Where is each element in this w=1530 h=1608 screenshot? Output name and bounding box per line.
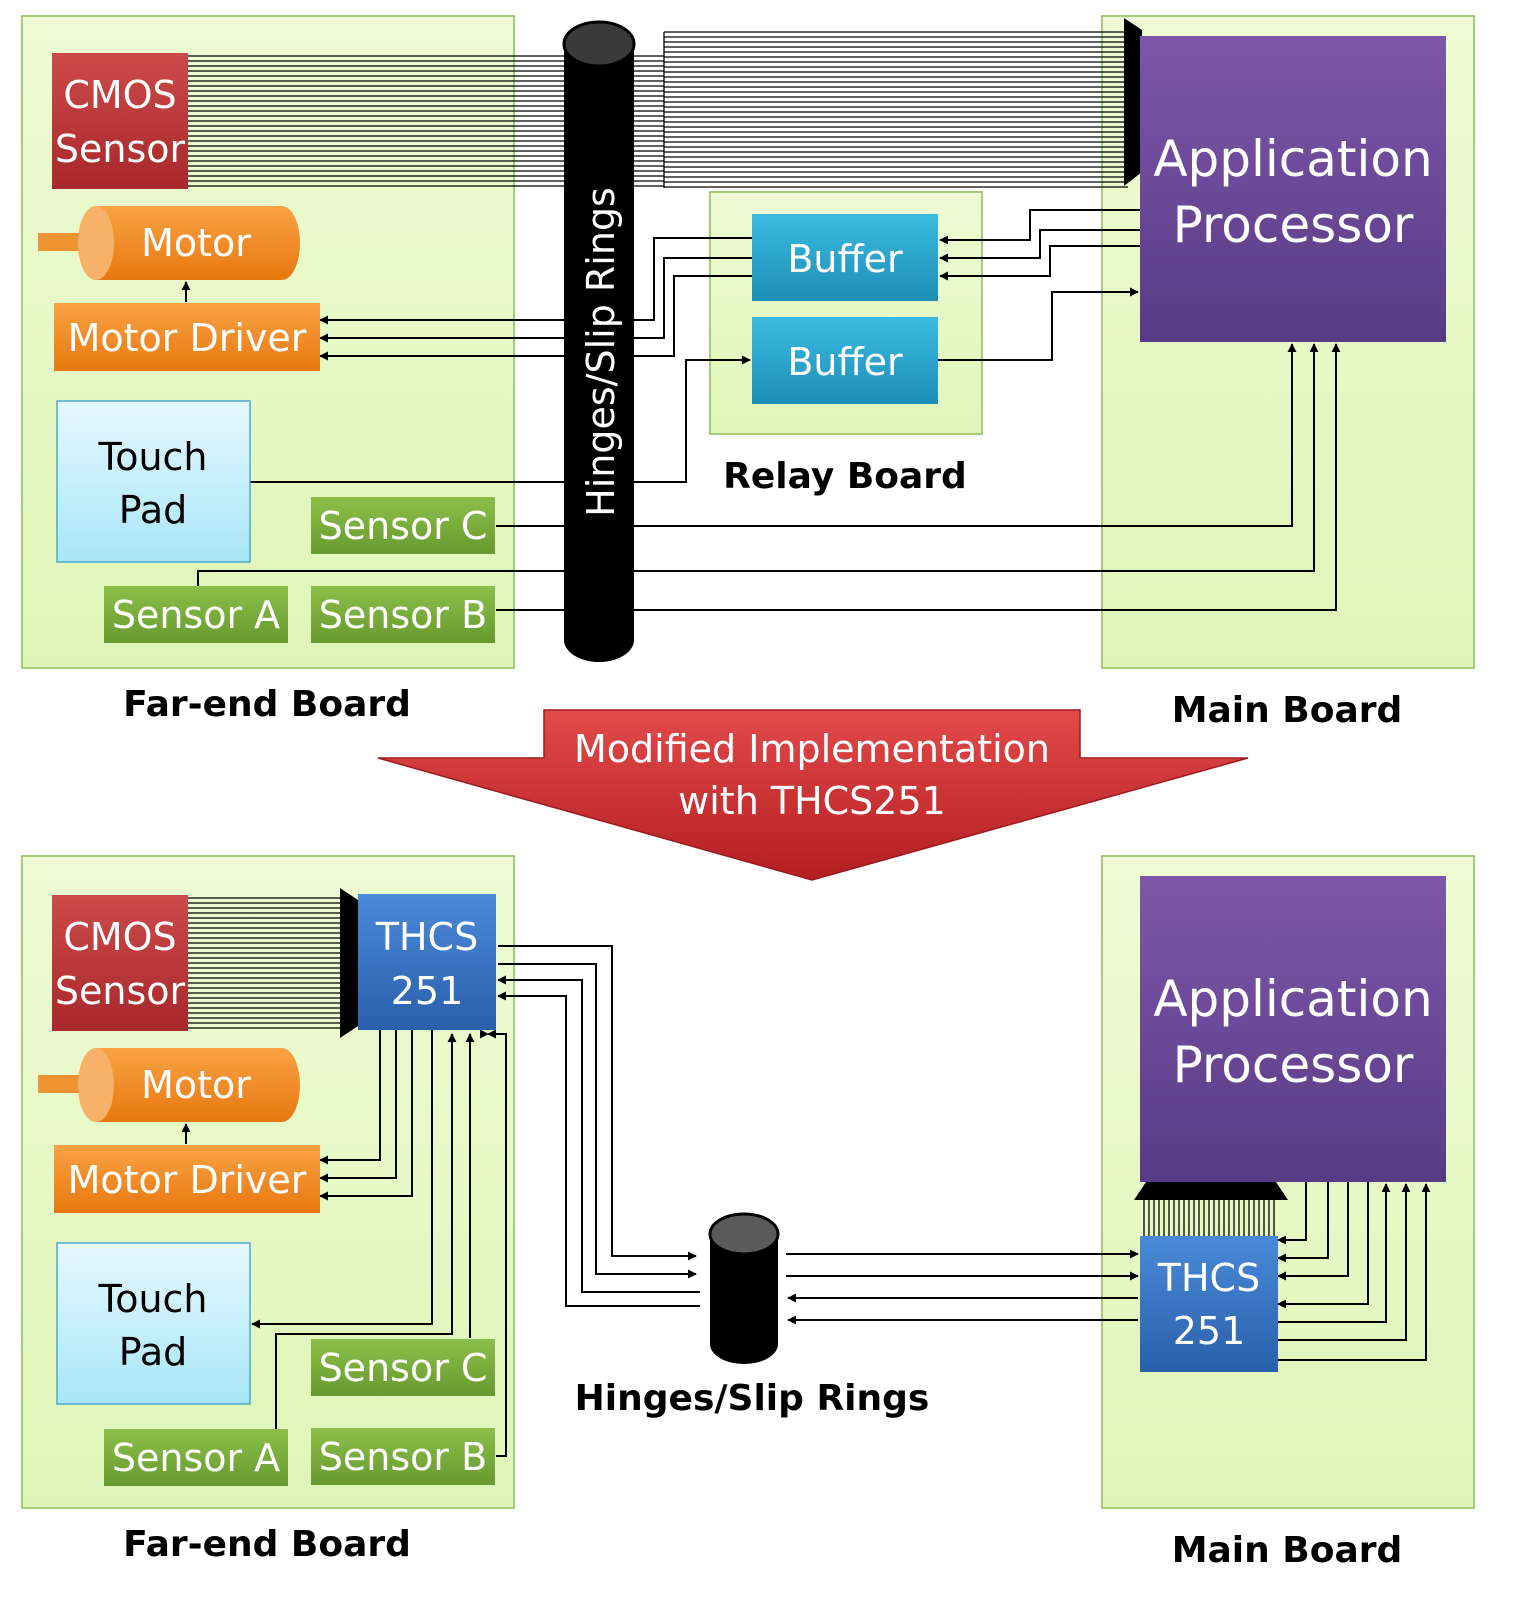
far-end-board-caption-bottom: Far-end Board <box>123 1524 411 1565</box>
sensor-c-block-bottom: Sensor C <box>311 1339 495 1396</box>
modified-implementation-arrow: Modified Implementation with THCS251 <box>377 709 1249 881</box>
thcs-main-label-line2: 251 <box>1173 1309 1246 1353</box>
sensor-a-block-bottom: Sensor A <box>104 1429 288 1486</box>
bus-arrowhead <box>1124 18 1142 186</box>
application-processor-block-bottom: Application Processor <box>1140 876 1446 1182</box>
touch-pad-label-line2-bottom: Pad <box>119 1330 188 1374</box>
cmos-label-line2-bottom: Sensor <box>55 969 186 1013</box>
thcs-main-label-line1: THCS <box>1157 1256 1260 1300</box>
cmos-to-thcs-bus <box>188 897 344 1029</box>
slip-rings-label: Hinges/Slip Rings <box>579 187 623 517</box>
motor-driver-block: Motor Driver <box>54 303 320 371</box>
sensor-b-label-bottom: Sensor B <box>319 1435 487 1479</box>
motor-driver-block-bottom: Motor Driver <box>54 1145 320 1213</box>
application-processor-block: Application Processor <box>1140 36 1446 342</box>
buffer-2-label: Buffer <box>787 340 903 384</box>
sensor-b-block: Sensor B <box>311 586 495 643</box>
motor-driver-label-bottom: Motor Driver <box>68 1158 307 1202</box>
far-end-board-caption: Far-end Board <box>123 684 411 725</box>
thcs-far-label-line2: 251 <box>391 969 464 1013</box>
touch-pad-label-line2: Pad <box>119 488 188 532</box>
motor-block-bottom: Motor <box>38 1048 300 1122</box>
sensor-a-block: Sensor A <box>104 586 288 643</box>
motor-block: Motor <box>38 206 300 280</box>
sensor-b-label: Sensor B <box>319 593 487 637</box>
sensor-a-label: Sensor A <box>112 593 280 637</box>
buffer-2-block: Buffer <box>752 317 938 404</box>
motor-label: Motor <box>141 221 251 265</box>
sensor-c-label-bottom: Sensor C <box>319 1346 488 1390</box>
top-section: CMOS Sensor Motor Motor Driver Touch Pad… <box>21 15 1475 731</box>
motor-driver-label: Motor Driver <box>68 316 307 360</box>
cmos-label-line1: CMOS <box>63 73 176 117</box>
sensor-a-label-bottom: Sensor A <box>112 1436 280 1480</box>
ap-label-line2-bottom: Processor <box>1173 1036 1414 1094</box>
cmos-sensor-block: CMOS Sensor <box>52 53 188 189</box>
cmos-label-line1-bottom: CMOS <box>63 915 176 959</box>
ap-label-line2: Processor <box>1173 196 1414 254</box>
main-board-caption-bottom: Main Board <box>1172 1530 1403 1571</box>
slip-rings-caption-bottom: Hinges/Slip Rings <box>575 1378 930 1419</box>
touch-pad-label-line1-bottom: Touch <box>97 1277 207 1321</box>
buffer-1-block: Buffer <box>752 214 938 301</box>
touch-pad-label-line1: Touch <box>97 435 207 479</box>
motor-label-bottom: Motor <box>141 1063 251 1107</box>
bottom-section: CMOS Sensor THCS 251 Motor Motor Driver … <box>21 855 1475 1571</box>
sensor-b-block-bottom: Sensor B <box>311 1428 495 1485</box>
ap-label-line1-bottom: Application <box>1153 970 1432 1028</box>
sensor-c-block: Sensor C <box>311 497 495 554</box>
buffer-1-label: Buffer <box>787 237 903 281</box>
relay-board-caption: Relay Board <box>723 456 967 497</box>
slip-rings-cylinder-bottom <box>708 1212 780 1364</box>
bus-arrowhead-bottom <box>340 888 358 1038</box>
ap-to-thcs-bus <box>1143 1198 1275 1238</box>
cmos-sensor-block-bottom: CMOS Sensor <box>52 895 188 1031</box>
banner-line1: Modified Implementation <box>574 727 1050 771</box>
main-board-caption: Main Board <box>1172 690 1403 731</box>
bus-arrowhead-ap <box>1134 1182 1288 1200</box>
thcs-far-label-line1: THCS <box>375 915 478 959</box>
slip-rings-cylinder: Hinges/Slip Rings <box>562 20 636 662</box>
signal-wires-bottom <box>181 945 1431 1457</box>
thcs251-far-end-block: THCS 251 <box>358 894 496 1030</box>
cmos-label-line2: Sensor <box>55 127 186 171</box>
signal-wires <box>181 209 1341 611</box>
touch-pad-block-bottom: Touch Pad <box>56 1242 251 1405</box>
ap-label-line1: Application <box>1153 130 1432 188</box>
touch-pad-block: Touch Pad <box>56 400 251 563</box>
sensor-c-label: Sensor C <box>319 504 488 548</box>
thcs251-main-block: THCS 251 <box>1140 1236 1278 1372</box>
banner-line2: with THCS251 <box>678 779 946 823</box>
